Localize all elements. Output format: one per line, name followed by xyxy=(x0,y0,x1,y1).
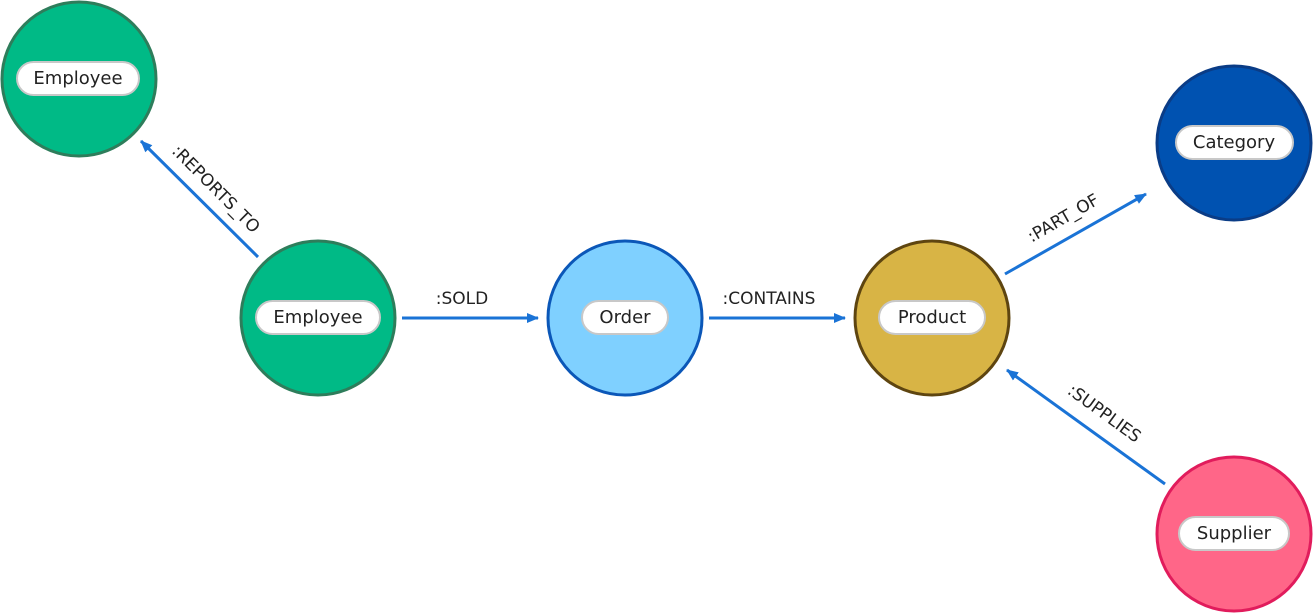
edge-contains[interactable]: :CONTAINS xyxy=(709,289,846,323)
node-label-pill xyxy=(581,300,669,335)
edge-label-sold: :SOLD xyxy=(436,289,488,309)
node-employee[interactable]: Employee xyxy=(239,239,397,397)
node-label: Product xyxy=(898,307,966,328)
node-label: Employee xyxy=(273,307,362,328)
node-label: Category xyxy=(1193,132,1276,153)
node-category[interactable]: Category xyxy=(1155,64,1313,222)
node-label-pill xyxy=(16,61,140,96)
edge-label-contains: :CONTAINS xyxy=(723,289,816,309)
edge-label-supplies: :SUPPLIES xyxy=(1063,381,1144,447)
node-product[interactable]: Product xyxy=(853,239,1011,397)
edge-label-reports-to: :REPORTS_TO xyxy=(167,141,263,237)
edge-label-part-of: :PART_OF xyxy=(1024,190,1103,247)
node-supplier[interactable]: Supplier xyxy=(1155,455,1313,613)
node-label: Order xyxy=(599,307,651,328)
node-label-pill xyxy=(878,300,986,335)
edge-part-of[interactable]: :PART_OF xyxy=(1004,190,1147,276)
node-label: Employee xyxy=(33,68,122,89)
node-employee-manager[interactable]: Employee xyxy=(0,0,158,158)
node-label: Supplier xyxy=(1197,523,1272,544)
node-label-pill xyxy=(1178,516,1290,551)
edge-sold[interactable]: :SOLD xyxy=(402,289,539,323)
node-label-pill xyxy=(255,300,381,335)
edge-reports-to[interactable]: :REPORTS_TO xyxy=(139,139,264,259)
node-order[interactable]: Order xyxy=(546,239,704,397)
edge-supplies[interactable]: :SUPPLIES xyxy=(1006,368,1166,486)
node-label-pill xyxy=(1175,125,1294,160)
